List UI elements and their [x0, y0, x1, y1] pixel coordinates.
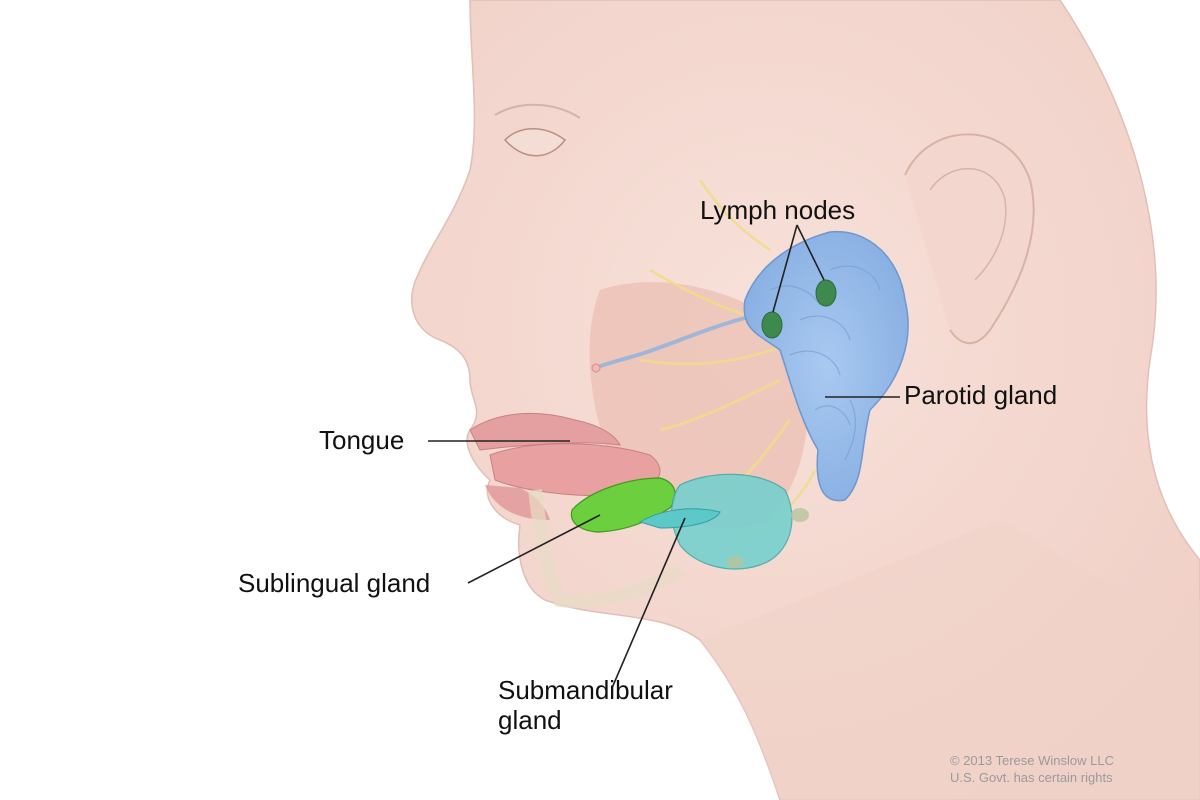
label-submandibular-line1: Submandibular: [498, 675, 673, 705]
copyright-line2: U.S. Govt. has certain rights: [950, 769, 1114, 786]
neck-node-2: [727, 556, 743, 568]
label-parotid-gland: Parotid gland: [904, 380, 1057, 410]
copyright-notice: © 2013 Terese Winslow LLC U.S. Govt. has…: [950, 752, 1114, 786]
lymph-node-right: [816, 280, 836, 306]
lymph-node-left: [762, 312, 782, 338]
neck-node-1: [791, 508, 809, 522]
duct-opening: [592, 364, 600, 372]
label-tongue: Tongue: [319, 425, 404, 455]
copyright-line1: © 2013 Terese Winslow LLC: [950, 752, 1114, 769]
label-lymph-nodes: Lymph nodes: [700, 195, 855, 225]
label-submandibular-gland: Submandibular gland: [498, 675, 673, 735]
label-submandibular-line2: gland: [498, 705, 673, 735]
label-sublingual-gland: Sublingual gland: [238, 568, 430, 598]
